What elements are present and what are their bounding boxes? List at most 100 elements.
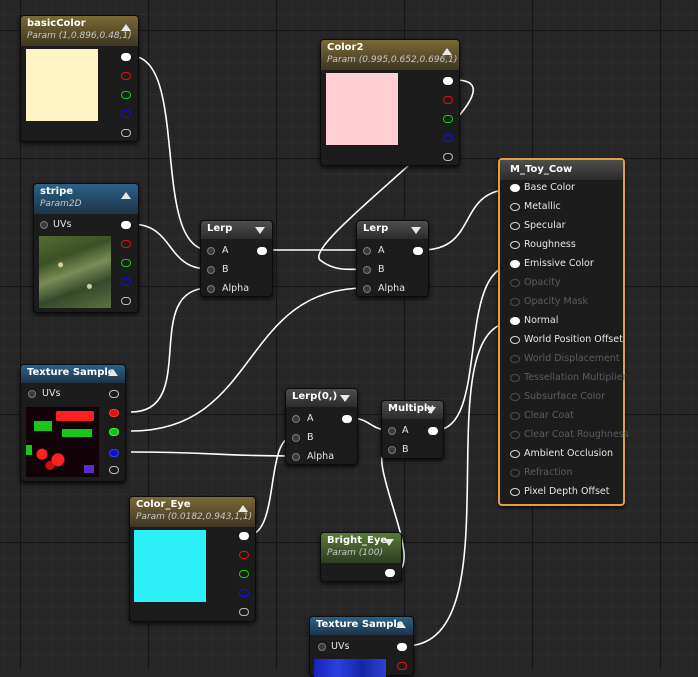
result-output-pin[interactable] [413,247,423,255]
material-input-pin[interactable] [510,260,520,268]
multiply-node[interactable]: Multiply A B [381,400,444,459]
rgb-output-pin[interactable] [443,77,453,85]
r-output-pin[interactable] [121,72,131,80]
r-output-pin[interactable] [109,409,119,417]
a-output-pin[interactable] [109,466,119,474]
node-header[interactable]: stripe Param2D [34,184,138,214]
g-output-pin[interactable] [239,570,249,578]
node-header[interactable]: M_Toy_Cow [500,160,623,180]
material-input-pin[interactable] [510,412,520,420]
alpha-input-pin[interactable] [292,453,300,461]
rgb-output-pin[interactable] [121,221,131,229]
value-output-pin[interactable] [385,569,395,577]
b-output-pin[interactable] [239,589,249,597]
uvs-input-pin[interactable] [318,643,326,651]
material-input-pin[interactable] [510,488,520,496]
result-output-pin[interactable] [342,415,352,423]
collapse-arrow-icon[interactable] [396,621,406,628]
b-output-pin[interactable] [109,449,119,457]
expand-arrow-icon[interactable] [411,227,421,234]
b-input-pin[interactable] [207,266,215,274]
a-input-pin[interactable] [363,247,371,255]
a-input-pin[interactable] [207,247,215,255]
lerp-node-2[interactable]: Lerp A B Alpha [356,220,429,297]
a-output-pin[interactable] [121,129,131,137]
texture-sample-node[interactable]: Texture Sample UVs [20,364,126,482]
material-input-pin[interactable] [510,450,520,458]
uvs-input-pin[interactable] [40,221,48,229]
rgb-output-pin[interactable] [109,390,119,398]
node-header[interactable]: Multiply [382,401,443,419]
material-input-pin[interactable] [510,469,520,477]
material-input-pin[interactable] [510,431,520,439]
alpha-input-pin[interactable] [363,285,371,293]
node-header[interactable]: Color2 Param (0.995,0.652,0.696,1) [321,40,459,70]
node-header[interactable]: Lerp [357,221,428,239]
node-header[interactable]: Texture Sample [21,365,125,383]
material-input-pin[interactable] [510,203,520,211]
collapse-arrow-icon[interactable] [121,24,131,31]
material-input-pin[interactable] [510,184,520,192]
bright-eye-param-node[interactable]: Bright_Eye Param (100) [320,532,402,582]
a-input-pin[interactable] [292,415,300,423]
expand-arrow-icon[interactable] [426,407,436,414]
color-eye-param-node[interactable]: Color_Eye Param (0.0182,0.943,1,1) [129,496,256,622]
b-input-pin[interactable] [363,266,371,274]
result-output-pin[interactable] [257,247,267,255]
uvs-input-pin[interactable] [28,390,36,398]
r-output-pin[interactable] [121,240,131,248]
collapse-arrow-icon[interactable] [121,192,131,199]
material-input-pin[interactable] [510,298,520,306]
material-input-pin[interactable] [510,355,520,363]
expand-arrow-icon[interactable] [255,227,265,234]
rgb-output-pin[interactable] [239,532,249,540]
material-input-pin[interactable] [510,317,520,325]
node-header[interactable]: Texture Sample [310,617,413,635]
b-output-pin[interactable] [443,134,453,142]
g-output-pin[interactable] [121,91,131,99]
g-output-pin[interactable] [443,115,453,123]
material-input-pin[interactable] [510,393,520,401]
result-output-pin[interactable] [428,427,438,435]
g-output-pin[interactable] [109,428,119,436]
node-title: Color_Eye [136,499,191,510]
a-output-pin[interactable] [121,297,131,305]
texture-sample-node-2[interactable]: Texture Sample UVs [309,616,414,677]
lerp-node-1[interactable]: Lerp A B Alpha [200,220,273,297]
material-input-pin[interactable] [510,222,520,230]
material-input-pin[interactable] [510,374,520,382]
a-output-pin[interactable] [443,153,453,161]
b-input-pin[interactable] [388,446,396,454]
g-output-pin[interactable] [121,259,131,267]
r-output-pin[interactable] [443,96,453,104]
collapse-arrow-icon[interactable] [442,48,452,55]
b-input-pin[interactable] [292,434,300,442]
alpha-input-pin[interactable] [207,285,215,293]
material-input-pin[interactable] [510,336,520,344]
color2-param-node[interactable]: Color2 Param (0.995,0.652,0.696,1) [320,39,460,166]
b-output-pin[interactable] [121,110,131,118]
node-header[interactable]: basicColor Param (1,0.896,0.48,1) [21,16,138,46]
node-header[interactable]: Lerp [201,221,272,239]
node-header[interactable]: Lerp(0,) [286,389,357,407]
material-input-label: Opacity Mask [524,296,589,307]
expand-arrow-icon[interactable] [340,395,350,402]
a-output-pin[interactable] [239,608,249,616]
collapse-arrow-icon[interactable] [238,505,248,512]
collapse-arrow-icon[interactable] [108,369,118,376]
b-output-pin[interactable] [121,278,131,286]
rgb-output-pin[interactable] [121,53,131,61]
expand-arrow-icon[interactable] [384,539,394,546]
node-header[interactable]: Bright_Eye Param (100) [321,533,401,563]
node-header[interactable]: Color_Eye Param (0.0182,0.943,1,1) [130,497,255,527]
lerp-node-3[interactable]: Lerp(0,) A B Alpha [285,388,358,465]
color-swatch [326,73,398,145]
r-output-pin[interactable] [239,551,249,559]
stripe-texture-param-node[interactable]: stripe Param2D UVs [33,183,139,313]
material-input-pin[interactable] [510,241,520,249]
basiccolor-param-node[interactable]: basicColor Param (1,0.896,0.48,1) [20,15,139,142]
rgb-output-pin[interactable] [397,643,407,651]
material-input-pin[interactable] [510,279,520,287]
a-input-pin[interactable] [388,427,396,435]
